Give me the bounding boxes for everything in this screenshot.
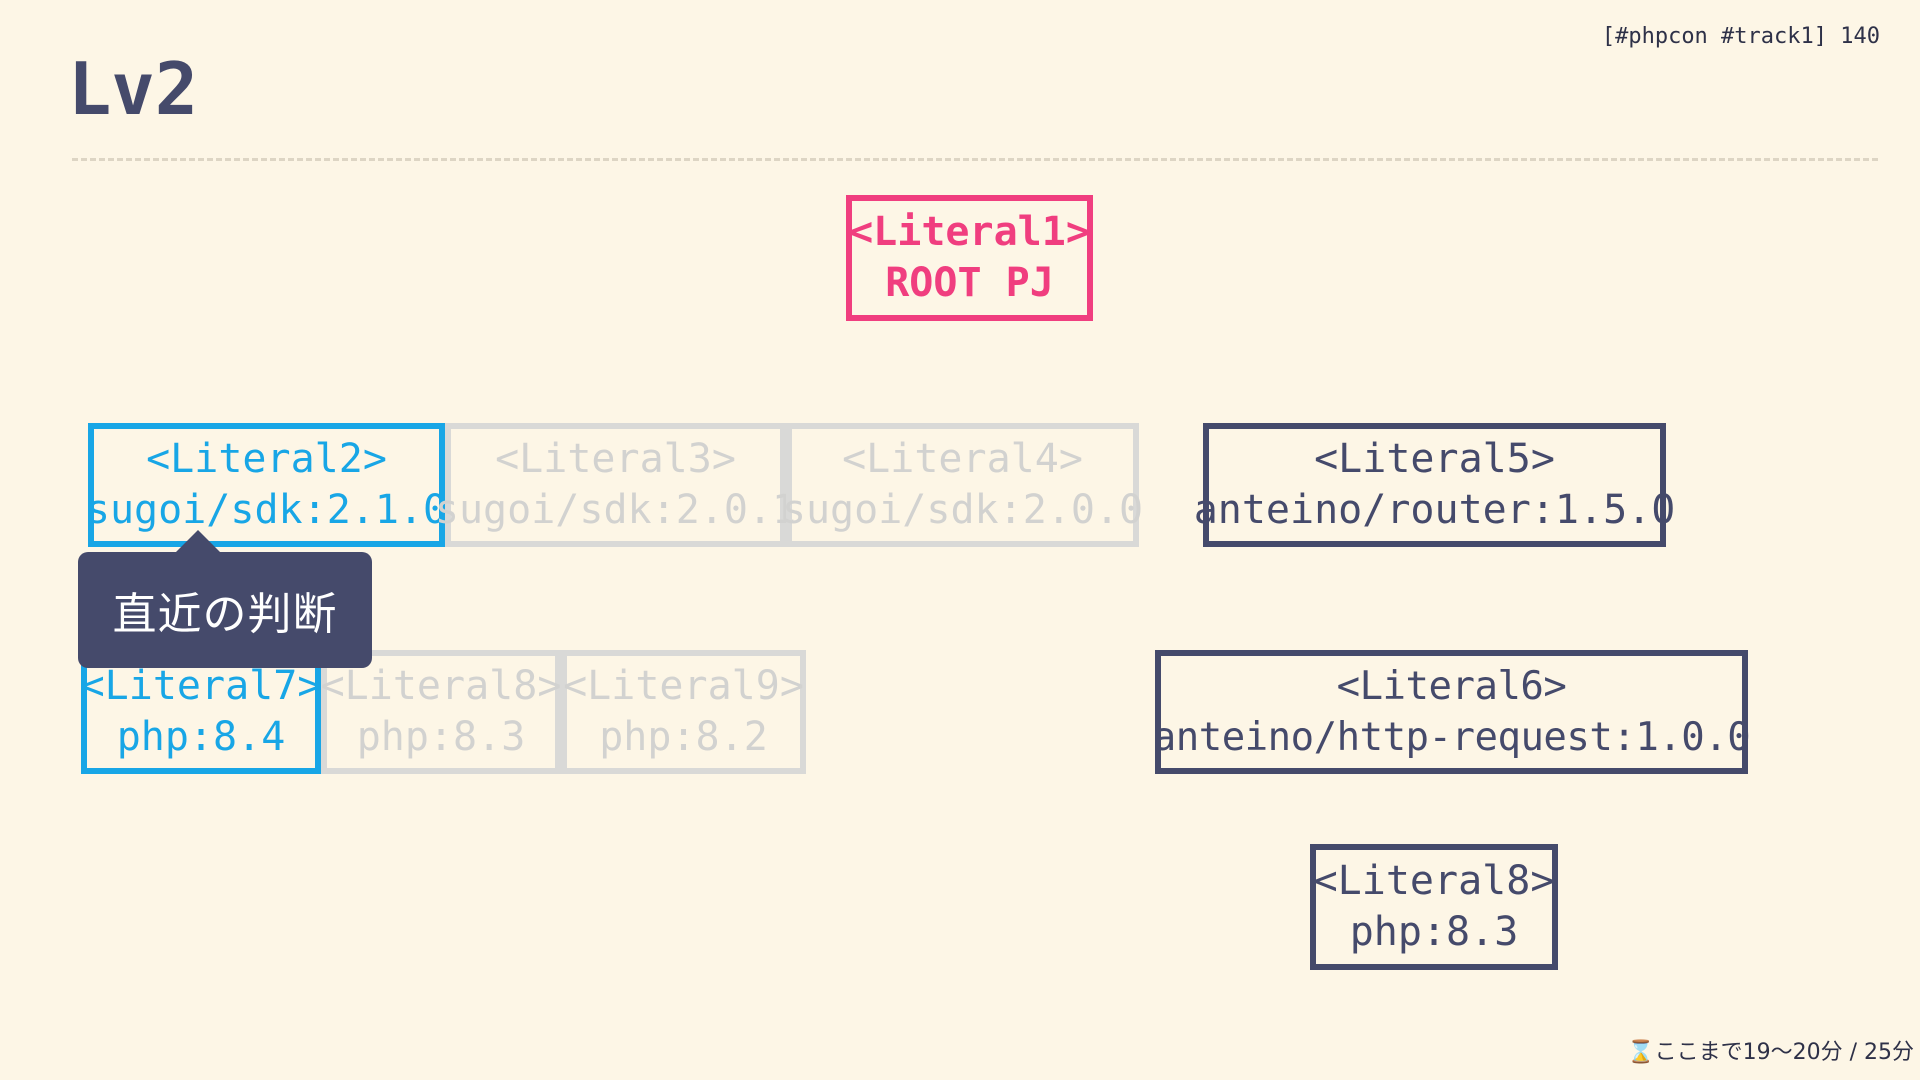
node-value: php:8.2 bbox=[599, 714, 768, 760]
slide-hashtag-page-number: [#phpcon #track1] 140 bbox=[1601, 24, 1880, 49]
node-tag: <Literal5> bbox=[1314, 436, 1555, 482]
node-literal1-root: <Literal1> ROOT PJ bbox=[846, 195, 1093, 321]
node-literal8-router-php: <Literal8> php:8.3 bbox=[1310, 844, 1558, 970]
node-value: php:8.3 bbox=[1349, 909, 1519, 955]
node-literal8-candidate: <Literal8> php:8.3 bbox=[321, 650, 561, 774]
node-tag: <Literal1> bbox=[849, 209, 1090, 255]
tooltip-recent-decision: 直近の判断 bbox=[78, 552, 372, 668]
tooltip-pointer bbox=[174, 530, 222, 554]
node-value: sugoi/sdk:2.0.0 bbox=[781, 487, 1144, 533]
node-literal6-http-request: <Literal6> anteino/http-request:1.0.0 bbox=[1152, 650, 1751, 774]
node-literal9-candidate: <Literal9> php:8.2 bbox=[561, 650, 806, 774]
node-literal3-candidate: <Literal3> sugoi/sdk:2.0.1 bbox=[435, 423, 796, 547]
node-tag: <Literal8> bbox=[1313, 858, 1555, 904]
node-value: sugoi/sdk:2.0.1 bbox=[434, 487, 797, 533]
node-value: php:8.3 bbox=[356, 714, 526, 760]
node-literal5-router: <Literal5> anteino/router:1.5.0 bbox=[1194, 423, 1675, 547]
title-divider bbox=[72, 158, 1878, 161]
node-tag: <Literal8> bbox=[320, 663, 562, 709]
node-value: anteino/http-request:1.0.0 bbox=[1152, 715, 1751, 760]
node-literal4-candidate: <Literal4> sugoi/sdk:2.0.0 bbox=[782, 423, 1143, 547]
node-tag: <Literal6> bbox=[1336, 664, 1567, 709]
node-tag: <Literal3> bbox=[495, 436, 736, 482]
node-value: ROOT PJ bbox=[885, 260, 1054, 306]
node-literal2-selected: <Literal2> sugoi/sdk:2.1.0 bbox=[85, 423, 448, 547]
node-value: sugoi/sdk:2.1.0 bbox=[85, 487, 448, 533]
node-value: php:8.4 bbox=[116, 714, 286, 760]
node-tag: <Literal9> bbox=[563, 663, 804, 709]
node-tag: <Literal7> bbox=[80, 663, 322, 709]
node-tag: <Literal2> bbox=[146, 436, 387, 482]
slide-title: Lv2 bbox=[68, 47, 199, 131]
node-value: anteino/router:1.5.0 bbox=[1193, 487, 1676, 533]
node-tag: <Literal4> bbox=[842, 436, 1083, 482]
footer-timer: ⌛ここまで19〜20分 / 25分 bbox=[1627, 1040, 1914, 1065]
node-literal7-selected: <Literal7> php:8.4 bbox=[81, 650, 321, 774]
